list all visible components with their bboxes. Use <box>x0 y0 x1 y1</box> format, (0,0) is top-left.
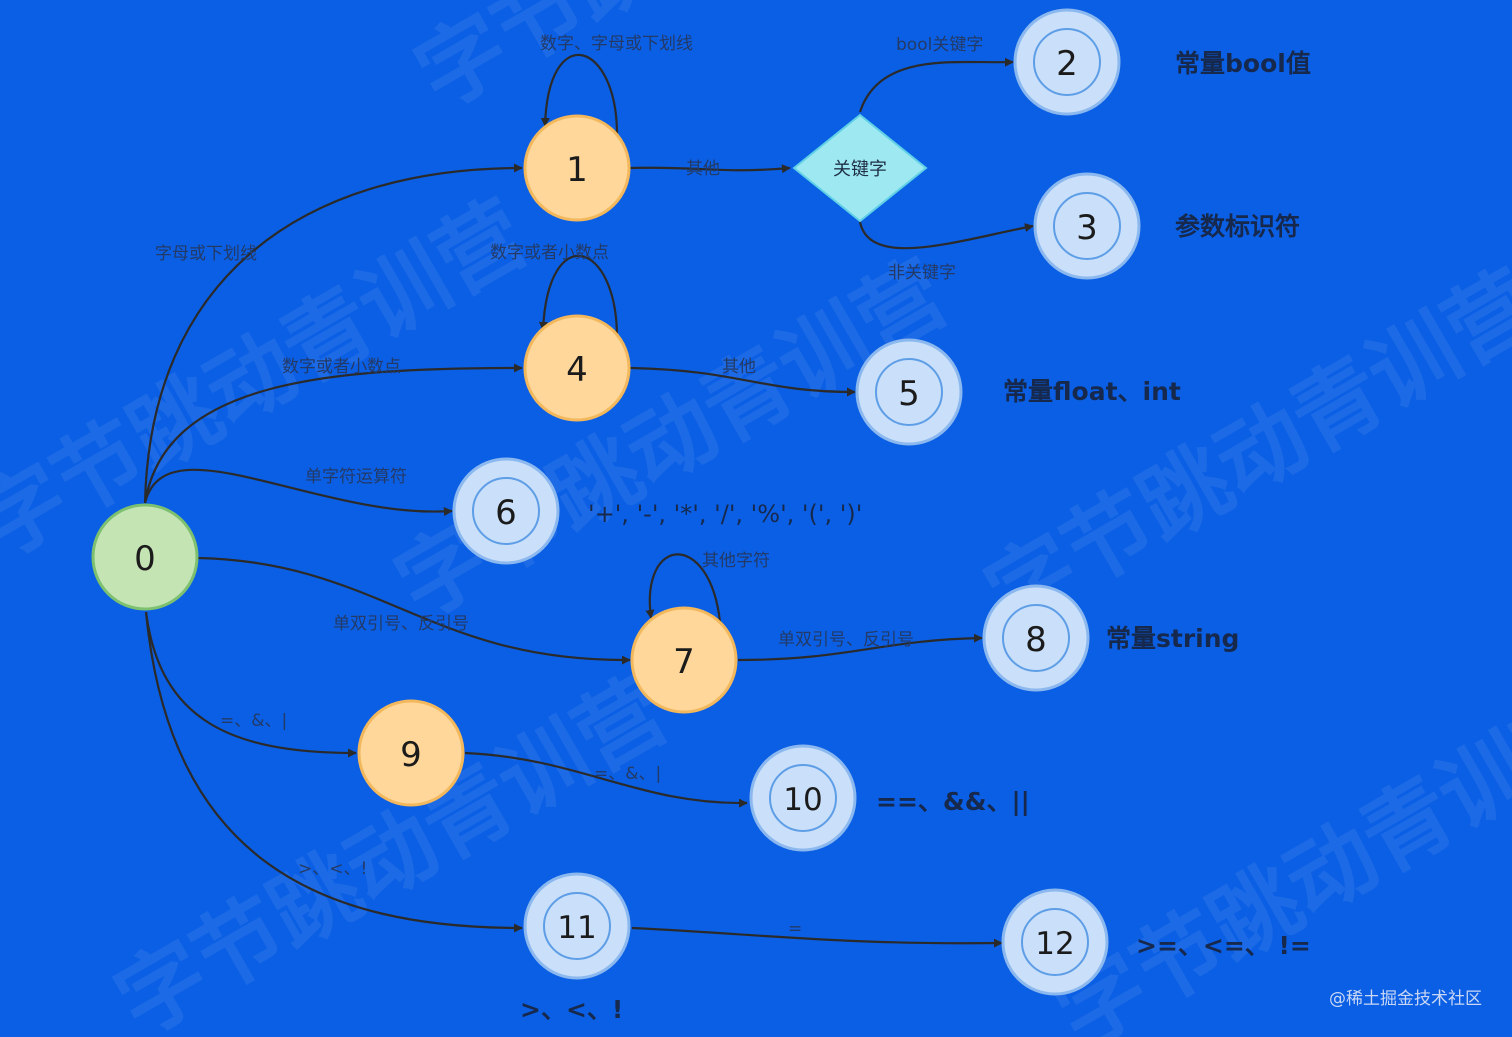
edge-0-11 <box>144 611 523 933</box>
edge-9-10 <box>464 751 748 808</box>
result-label-5: 常量float、int <box>1003 377 1181 406</box>
state-6: 6 <box>452 457 560 565</box>
state-10: 10 <box>749 744 857 852</box>
state-circle <box>855 338 963 446</box>
edge-decision-3 <box>858 221 1034 250</box>
edge-1-decision <box>629 164 791 174</box>
state-inner-ring <box>543 892 611 960</box>
state-inner-ring <box>1021 908 1089 976</box>
state-label: 2 <box>1056 44 1078 84</box>
credit-watermark: @稀土掘金技术社区 <box>1329 989 1482 1009</box>
state-circle <box>630 606 738 714</box>
watermark-text: 字节跳动青训营 <box>1039 671 1512 1037</box>
state-5: 5 <box>855 338 963 446</box>
state-2: 2 <box>1013 8 1121 116</box>
edge-label-4-5: 其他 <box>722 357 756 377</box>
state-label: 12 <box>1035 926 1074 962</box>
state-label: 8 <box>1025 620 1047 660</box>
state-circle <box>523 114 631 222</box>
result-label-12: >=、<=、 != <box>1136 931 1311 960</box>
edge-0-9 <box>144 611 357 758</box>
state-inner-ring <box>472 477 540 545</box>
edge-0-6 <box>143 468 453 517</box>
state-circle <box>1013 8 1121 116</box>
result-labels: 常量bool值 参数标识符 常量float、int '+', '-', '*',… <box>520 49 1311 1024</box>
edge-label-0-7: 单双引号、反引号 <box>333 614 469 634</box>
state-inner-ring <box>875 358 943 426</box>
decision-diamond-shape <box>792 113 928 223</box>
state-circle <box>91 503 199 611</box>
state-circle <box>357 699 465 807</box>
state-label: 6 <box>495 493 517 533</box>
state-circle <box>749 744 857 852</box>
edge-label-7-8: 单双引号、反引号 <box>778 630 914 650</box>
result-label-3: 参数标识符 <box>1175 212 1300 241</box>
edge-label-4-self: 数字或者小数点 <box>490 243 609 263</box>
state-inner-ring <box>769 764 837 832</box>
state-label: 4 <box>566 350 588 390</box>
state-circle <box>523 314 631 422</box>
state-8: 8 <box>982 584 1090 692</box>
edge-1-self <box>540 53 619 138</box>
state-label: 0 <box>134 539 156 579</box>
state-inner-ring <box>1033 28 1101 96</box>
result-label-2: 常量bool值 <box>1175 49 1311 78</box>
state-3: 3 <box>1033 172 1141 280</box>
edge-4-5 <box>629 366 856 397</box>
edges <box>143 53 1034 948</box>
edge-labels: 字母或下划线 数字、字母或下划线 其他 bool关键字 非关键字 数字或者小数点… <box>155 34 983 939</box>
state-label: 11 <box>557 910 596 946</box>
edge-label-decision-2: bool关键字 <box>896 35 983 55</box>
state-label: 3 <box>1076 208 1098 248</box>
edge-7-8 <box>737 633 983 662</box>
edge-label-7-self: 其他字符 <box>702 551 770 571</box>
state-inner-ring <box>1002 604 1070 672</box>
state-circle <box>523 872 631 980</box>
state-inner-ring <box>1053 192 1121 260</box>
state-label: 1 <box>566 150 588 190</box>
decision-keyword: 关键字 <box>792 113 928 223</box>
edge-decision-2 <box>858 57 1014 113</box>
state-1: 1 <box>523 114 631 222</box>
edge-label-0-1: 字母或下划线 <box>155 244 257 264</box>
state-circle <box>982 584 1090 692</box>
result-label-6: '+', '-', '*', '/', '%', '(', ')' <box>588 500 862 528</box>
edge-label-0-9: =、&、| <box>220 711 287 731</box>
edge-label-0-4: 数字或者小数点 <box>282 357 401 377</box>
result-label-8: 常量string <box>1106 624 1239 653</box>
state-label: 10 <box>783 782 822 818</box>
edge-0-7 <box>197 556 631 665</box>
edge-0-4 <box>143 363 523 504</box>
state-label: 5 <box>898 374 920 414</box>
state-12: 12 <box>1001 888 1109 996</box>
state-circle <box>1033 172 1141 280</box>
state-circle <box>452 457 560 565</box>
state-circle <box>1001 888 1109 996</box>
result-label-11: >、<、! <box>520 995 623 1024</box>
edge-label-0-6: 单字符运算符 <box>305 467 407 487</box>
edge-label-decision-3: 非关键字 <box>888 263 956 283</box>
state-4: 4 <box>523 314 631 422</box>
edge-7-self <box>645 553 722 623</box>
state-9: 9 <box>357 699 465 807</box>
edge-label-1-self: 数字、字母或下划线 <box>540 34 693 54</box>
edge-label-9-10: =、&、| <box>594 764 661 784</box>
decision-label: 关键字 <box>833 159 887 180</box>
watermark-text: 字节跳动青训营 <box>399 0 984 128</box>
edge-0-1 <box>143 163 523 504</box>
state-label: 9 <box>400 735 422 775</box>
state-7: 7 <box>630 606 738 714</box>
state-label: 7 <box>673 642 695 682</box>
edge-label-0-11: >、<、! <box>298 859 367 879</box>
edge-4-self <box>538 254 619 341</box>
edge-11-12 <box>631 926 1003 948</box>
result-label-10: ==、&&、|| <box>876 787 1030 816</box>
state-0: 0 <box>91 503 199 611</box>
edge-label-11-12: = <box>788 919 802 939</box>
edge-label-1-decision: 其他 <box>686 159 720 179</box>
state-11: 11 <box>523 872 631 980</box>
